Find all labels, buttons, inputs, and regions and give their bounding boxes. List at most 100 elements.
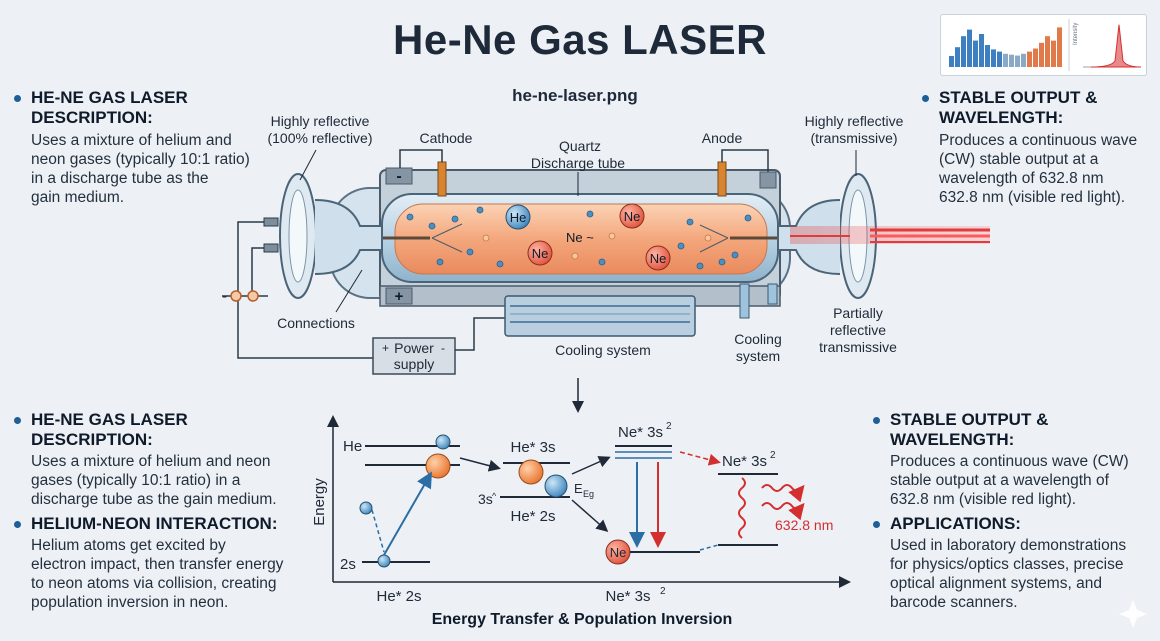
spectrum-thumbnail: Intensity [940,14,1147,76]
spectrum-chart-icon: Intensity [949,19,1142,71]
power-wire [455,317,505,351]
connector-pin [263,217,279,227]
spectrum-bar [1003,53,1008,67]
level-2s-label: 2s [340,556,356,573]
spectrum-peak [1090,24,1142,68]
spectrum-bar [1045,36,1050,67]
bullet-icon [922,95,929,102]
interaction-line: electron impact, then transfer energy [31,556,284,573]
plus-terminal [385,287,413,305]
cathode-label: Cathode [420,130,473,146]
cooling-system-label: Cooling system [555,342,651,358]
cooling-outlet [767,283,778,305]
neon-text-label: Ne ~ [566,230,594,245]
minus-sign: - [396,168,401,185]
spectrum-bar [949,56,954,67]
cooling-small-label: system [736,348,780,364]
neon-atom-label: Ne [532,246,549,261]
terminal-minus: - [222,288,227,305]
bottom-ne-label: Ne* 3s [605,588,650,605]
energy-diagram-caption: Energy Transfer & Population Inversion [432,611,733,628]
applications-heading: APPLICATIONS: [890,514,1021,533]
transfer-arrow [571,499,609,532]
spectrum-bar [1015,55,1020,67]
stable-line: Produces a continuous wave [939,132,1138,149]
spectrum-bar [1051,40,1056,67]
dashed-transition [371,509,385,553]
description-line: discharge tube as the gain medium. [31,491,277,508]
stable-output-block-bottom: STABLE OUTPUT & WAVELENGTH: Produces a c… [873,410,1158,509]
spectrum-bar [955,47,960,67]
cathode-electrode [437,161,447,197]
interaction-line: Helium atoms get excited by [31,537,226,554]
interaction-heading: HELIUM-NEON INTERACTION: [31,514,278,533]
page-title: He-Ne Gas LASER [393,16,767,63]
small-particles-orange [482,232,712,260]
neon-atom-icon [544,474,568,498]
electron-icon [359,501,373,515]
interaction-line: population inversion in neon. [31,594,229,611]
photon-wave [761,502,805,521]
bullet-icon [14,521,21,528]
right-mirror-label: Highly reflective [805,113,904,129]
applications-line: barcode scanners. [890,594,1018,611]
dashed-red-arrow [679,451,721,466]
applications-line: Used in laboratory demonstrations [890,537,1127,554]
energy-axis-label: Energy [311,478,328,526]
left-mirror-label: Highly reflective [271,113,370,129]
circuit-wire [251,247,268,296]
stable-heading-line2: WAVELENGTH: [939,108,1064,127]
level-he-label: He [343,438,362,455]
bullet-icon [14,417,21,424]
description-block-bottom: HE-NE GAS LASER DESCRIPTION: Uses a mixt… [14,410,314,509]
stable-heading-line1: STABLE OUTPUT & [939,88,1098,107]
neon-ground-label: Ne [610,545,627,560]
spectrum-bar [973,40,978,67]
excited-helium-icon [425,453,451,479]
spectrum-bar [1009,54,1014,67]
level-3s-sup: ^ [492,491,497,501]
quartz-label: Discharge tube [531,155,625,171]
ne-star-3s2-label-right: Ne* 3s [722,453,767,470]
description-heading-line1: HE-NE GAS LASER [31,88,188,107]
electron-icon [377,554,391,568]
partial-mirror-label: Partially [833,305,883,321]
applications-line: for physics/optics classes, precise [890,556,1124,573]
stable-line: (CW) stable output at a [939,151,1099,168]
ne-star-3s2-sup-right: 2 [770,450,776,461]
spectrum-bar [991,49,996,67]
leader-line [299,149,317,181]
cooling-small-label: Cooling [734,331,781,347]
bullet-icon [14,95,21,102]
thumbnail-axis-label: Intensity [1073,23,1079,45]
spectrum-bar [1057,27,1062,67]
quartz-label: Quartz [559,138,601,154]
spectrum-bar [985,45,990,67]
level-3s-label: 3s [478,491,493,507]
power-supply-label: Power [394,340,434,356]
he-star-3s-label: He* 3s [510,439,555,456]
applications-block: APPLICATIONS: Used in laboratory demonst… [873,514,1158,612]
description-line: in a discharge tube as the [31,170,209,187]
helium-atom [505,204,531,230]
neon-atom [527,240,553,266]
power-supply-box [372,337,456,375]
bottom-ne-sup: 2 [660,586,666,597]
power-supply-plus: + [382,341,389,355]
plus-sign: + [395,288,404,305]
stable-heading: STABLE OUTPUT & WAVELENGTH: [890,410,1049,449]
connections-label: Connections [277,315,355,331]
electron-icon [435,434,451,450]
spectrum-bar [1033,48,1038,67]
photon-wave [761,484,805,503]
power-supply-label: supply [394,356,434,372]
transfer-arrow [459,457,501,472]
left-mirror-label: (100% reflective) [267,130,372,146]
partial-mirror-label: transmissive [819,339,897,355]
anode-electrode [717,161,727,197]
spectrum-bar [1027,51,1032,67]
interaction-line: to neon atoms via collision, creating [31,575,277,592]
description-heading: HE-NE GAS LASER DESCRIPTION: [31,410,188,449]
